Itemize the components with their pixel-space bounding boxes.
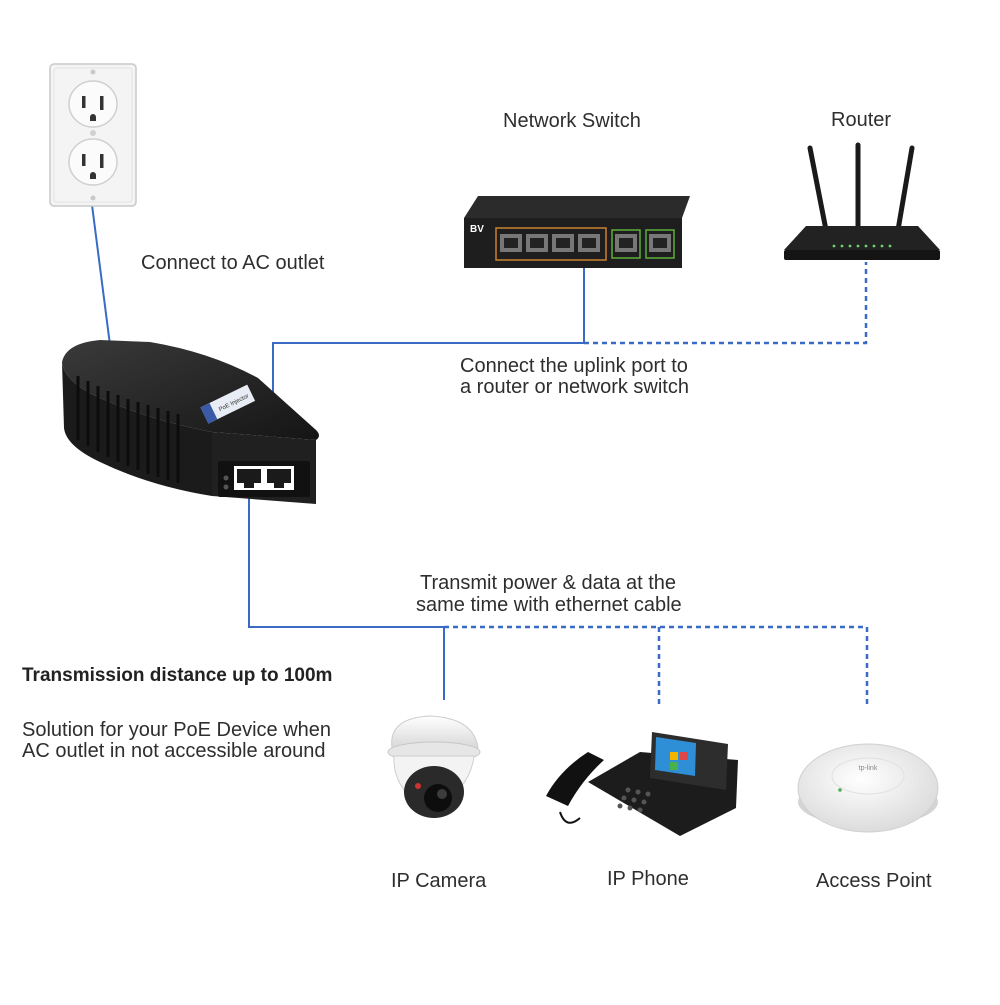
ip-camera-label: IP Camera <box>391 870 487 892</box>
uplink-label-line2: a router or network switch <box>460 376 689 398</box>
ip-camera-icon <box>387 715 481 818</box>
transmit-label-line1: Transmit power & data at the <box>420 572 677 594</box>
switch-brand: BV <box>470 224 484 235</box>
router-dashed-cable <box>584 262 868 345</box>
poe-output-cable <box>248 488 445 700</box>
access-point-label: Access Point <box>816 870 932 892</box>
ac-outlet-label: Connect to AC outlet <box>141 252 325 274</box>
solution-line2: AC outlet in not accessible around <box>22 740 326 762</box>
distance-heading: Transmission distance up to 100m <box>22 665 333 686</box>
uplink-label-line1: Connect the uplink port to <box>460 355 688 377</box>
ap-brand: tp-link <box>859 765 878 772</box>
ip-phone-label: IP Phone <box>607 868 689 890</box>
access-point-icon: tp-link <box>797 743 939 833</box>
devices-dashed-cable <box>444 625 869 706</box>
injector-ports <box>234 466 294 490</box>
ac-outlet-icon <box>49 63 137 207</box>
power-cable <box>91 204 111 346</box>
network-switch-label: Network Switch <box>503 110 641 132</box>
ip-phone-icon <box>546 732 738 836</box>
router-label: Router <box>831 109 892 131</box>
transmit-label-line2: same time with ethernet cable <box>416 594 682 616</box>
network-switch-icon: BV <box>464 196 690 268</box>
solution-line1: Solution for your PoE Device when <box>22 719 332 741</box>
poe-injector-icon: PoE Injector <box>62 340 319 504</box>
router-icon <box>784 142 940 260</box>
